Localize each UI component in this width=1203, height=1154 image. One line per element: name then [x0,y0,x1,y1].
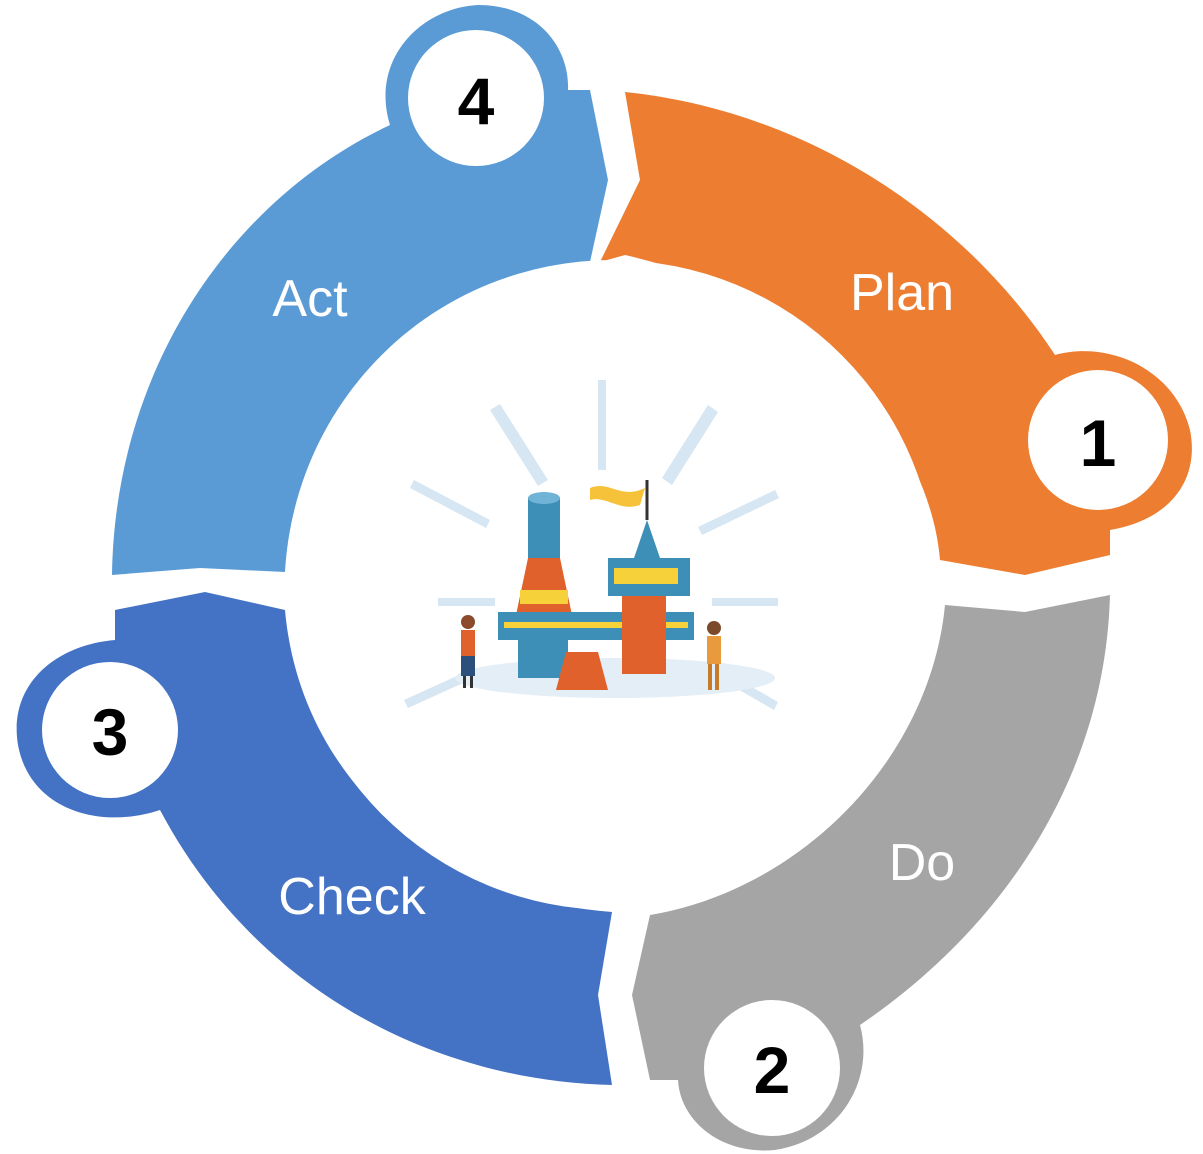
step-act: 4 Act [112,5,608,575]
act-label: Act [272,270,348,328]
lower-block [518,640,568,678]
step-1-number: 1 [1080,406,1117,480]
platform-stripe [504,622,688,628]
spire [634,520,660,558]
left-tower-cap [528,492,560,504]
person-right [707,621,721,690]
ground-shadow [455,658,775,698]
person-left [461,615,475,688]
do-label: Do [889,834,955,892]
step-do: 2 Do [632,595,1110,1151]
right-building-windows [614,568,678,584]
step-4-badge [408,30,544,166]
orange-dome [556,652,608,690]
step-1-badge [1028,370,1168,510]
step-3-number: 3 [92,695,129,769]
left-tower-top [528,498,560,560]
step-4-number: 4 [458,64,495,138]
flag [590,486,645,507]
right-tower [622,596,666,674]
step-2-badge [704,1000,840,1136]
left-tower-windows [520,590,568,604]
step-plan: 1 Plan [600,92,1192,575]
check-label: Check [278,868,426,926]
factory-illustration [404,380,779,710]
step-2-number: 2 [754,1033,791,1107]
step-3-badge [42,662,178,798]
step-check: 3 Check [16,592,612,1085]
plan-label: Plan [850,264,954,322]
